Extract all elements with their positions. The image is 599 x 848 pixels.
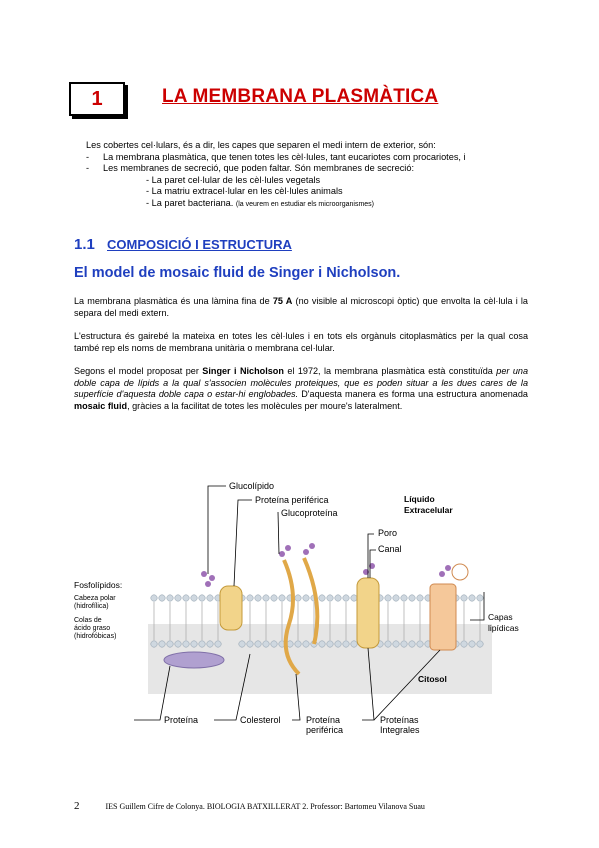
label-proteina-periferica-1: Proteína xyxy=(306,715,340,725)
label-colesterol: Colesterol xyxy=(240,715,281,725)
chapter-title: LA MEMBRANA PLASMÀTICA xyxy=(162,86,439,107)
intro-sub-1: - La paret cel·lular de les cèl·lules ve… xyxy=(146,174,321,185)
label-capas-1: Capas xyxy=(488,612,513,622)
intro-line: Les cobertes cel·lulars, és a dir, les c… xyxy=(86,140,436,150)
pore-protein-shape xyxy=(356,577,380,649)
subsection-title: El model de mosaic fluid de Singer i Nic… xyxy=(74,265,401,281)
label-extracelular: Extracelular xyxy=(404,505,453,515)
page-footer: 2 IES Guillem Cifre de Colonya. BIOLOGIA… xyxy=(74,800,425,812)
intro-sub-3-text: - La paret bacteriana. xyxy=(146,197,234,208)
membrane-diagram: Glucolípido Proteína periférica Glucopro… xyxy=(74,474,534,736)
intro-sub-3-note: (la veurem en estudiar els microorganism… xyxy=(235,200,375,208)
label-colas-3: (hidrofóbicas) xyxy=(74,633,116,640)
bilayer-top-heads xyxy=(150,594,484,602)
label-cabeza-2: (hidrofílica) xyxy=(74,603,109,610)
p3-text-g: , gràcies a la facilitat de totes les mo… xyxy=(127,400,403,411)
membrane-protein-blob xyxy=(163,651,225,669)
surface-vesicle xyxy=(451,563,469,581)
sugar-chains xyxy=(201,543,451,587)
p3-italic: per una doble capa de lípids a la qual s… xyxy=(74,366,528,399)
leader-lines xyxy=(134,485,485,721)
p1-text-a: La membrana plasmàtica és una làmina fin… xyxy=(74,296,273,306)
p3-text-a: Segons el model proposat per xyxy=(74,366,203,376)
glycoprotein-strand xyxy=(282,559,301,676)
p3-bold-authors: Singer i Nicholson xyxy=(202,366,284,376)
label-proteinas-integrales-2: Integrales xyxy=(380,725,420,735)
p1-bold: 75 A xyxy=(272,296,293,306)
label-poro: Poro xyxy=(378,528,397,538)
channel-protein-shape xyxy=(429,583,457,651)
bilayer-tails xyxy=(153,602,481,640)
glycoprotein-strand-2 xyxy=(302,557,320,645)
paragraph-1: La membrana plasmàtica és una làmina fin… xyxy=(74,296,528,319)
label-canal: Canal xyxy=(378,544,402,554)
label-colas-1: Colas de xyxy=(74,617,102,624)
section-number: 1.1 xyxy=(74,236,95,253)
footer-text: IES Guillem Cifre de Colonya. BIOLOGIA B… xyxy=(105,802,425,811)
label-glucoproteina: Glucoproteína xyxy=(281,508,338,518)
p3-text-e: D'aquesta manera es forma una estructura… xyxy=(298,389,528,399)
label-cabeza-1: Cabeza polar xyxy=(74,595,116,602)
section-title: COMPOSICIÓ I ESTRUCTURA xyxy=(107,237,292,252)
p3-text-c: el 1972, la membrana plasmàtica està con… xyxy=(283,366,497,376)
intro-sub-3: - La paret bacteriana. (la veurem en est… xyxy=(86,198,546,211)
label-colas-2: ácido graso xyxy=(74,625,110,632)
label-capas-2: lipídicas xyxy=(488,623,519,633)
label-proteina-periferica-top: Proteína periférica xyxy=(255,495,329,505)
intro-sub-2: - La matriu extracel·lular en les cèl·lu… xyxy=(146,186,343,196)
label-proteina-periferica-2: periférica xyxy=(306,725,343,735)
peripheral-protein-shape xyxy=(219,585,243,631)
paragraph-3: Segons el model proposat per Singer i Ni… xyxy=(74,366,528,412)
intro-block: Les cobertes cel·lulars, és a dir, les c… xyxy=(86,140,546,210)
label-glucolipido: Glucolípido xyxy=(229,481,274,491)
intro-bullet-2: Les membranes de secreció, que poden fal… xyxy=(86,163,546,175)
chapter-number: 1 xyxy=(69,82,125,116)
label-liquido: Líquido xyxy=(404,494,435,504)
p3-bold-term: mosaic fluid xyxy=(74,400,128,411)
label-proteina: Proteína xyxy=(164,715,198,725)
label-proteinas-integrales-1: Proteínas xyxy=(380,715,419,725)
paragraph-2: L'estructura és gairebé la mateixa en to… xyxy=(74,331,528,353)
label-fosfolipidos: Fosfolípidos: xyxy=(74,580,122,590)
label-citosol: Citosol xyxy=(418,674,447,684)
page-number: 2 xyxy=(74,800,80,812)
p1-text-c: (no visible al microscopi òptic) que env… xyxy=(74,296,528,318)
intro-bullet-1: La membrana plasmàtica, que tenen totes … xyxy=(86,152,546,164)
